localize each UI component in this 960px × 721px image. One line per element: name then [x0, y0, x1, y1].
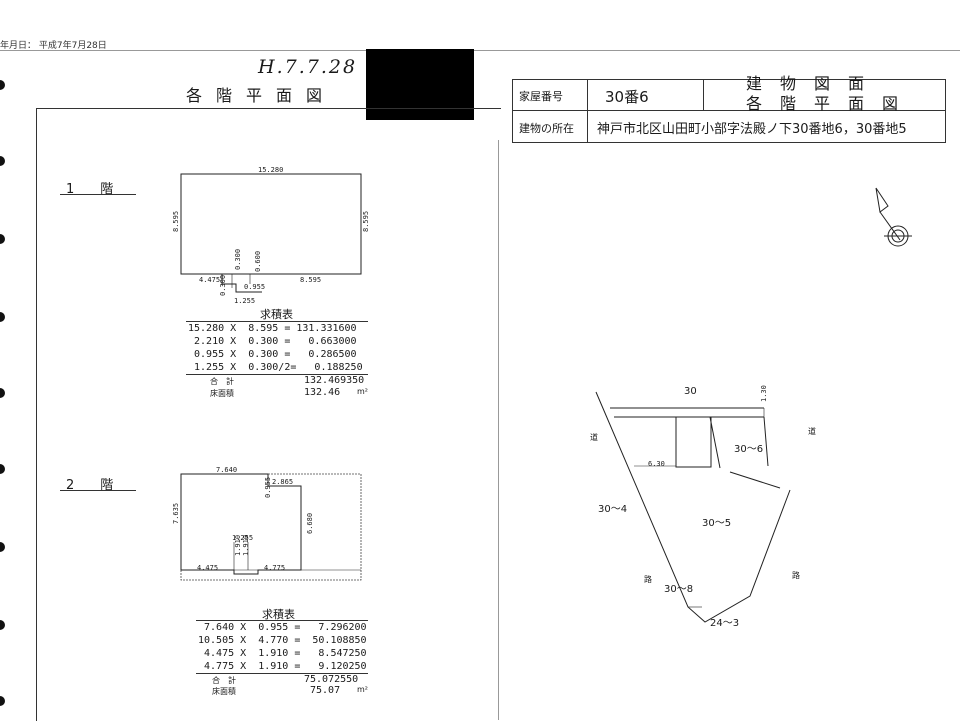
site-line — [763, 416, 769, 467]
f2-dim-1910a: 1.910 — [234, 534, 242, 556]
dim-130: 1.30 — [760, 385, 768, 402]
site-boundary — [595, 391, 791, 623]
f1-unit: m² — [357, 387, 368, 396]
floor2-label: 2 階 — [66, 478, 114, 493]
road-left-1: 道 — [590, 433, 598, 442]
f2-sum-label: 合 計 — [212, 676, 236, 685]
id-box-row-divider — [513, 80, 945, 111]
f1-calc-title: 求積表 — [260, 308, 293, 321]
building-footprint — [675, 416, 712, 468]
f2-calc-title: 求積表 — [262, 608, 295, 621]
f2-calc-rule-bottom — [196, 673, 368, 674]
floor1-outline — [180, 173, 362, 275]
f1-sum-value: 132.469350 — [304, 375, 365, 386]
f2-dim-1255: 1.255 — [232, 534, 254, 542]
floor1-label-underline — [60, 194, 136, 195]
floor2-label-underline — [60, 490, 136, 491]
lot-24-3: 24～3 — [710, 618, 740, 629]
f2-dim-7640: 7.640 — [216, 466, 238, 474]
floor1-label: 1 階 — [66, 182, 114, 197]
f2-floor-area-value: 75.07 — [310, 685, 341, 696]
handwritten-date: H.7.7.28 — [258, 56, 358, 78]
lot-30-5: 30～5 — [702, 518, 732, 529]
floor1-plan — [180, 173, 362, 293]
f2-calc-row: 10.505 X 4.770 = 50.108850 — [198, 635, 367, 646]
hole-icon — [0, 464, 5, 474]
road-left-2: 路 — [644, 575, 652, 584]
f1-dim-left: 8.595 — [172, 210, 180, 232]
f1-dim-0300a: 0.300 — [234, 248, 242, 270]
right-title-line1: 建物図面 — [746, 74, 883, 93]
floor2-plan — [180, 473, 362, 581]
f1-calc-rule-bottom — [186, 374, 368, 375]
right-title-line2: 各階平面図 — [746, 94, 917, 113]
site-line — [709, 416, 721, 469]
lot-30-4: 30～4 — [598, 504, 628, 515]
right-frame — [498, 140, 939, 720]
lot-30-6: 30～6 — [734, 444, 764, 455]
header-date: 年月日： 平成7年7月28日 — [0, 41, 107, 51]
hole-icon — [0, 696, 5, 706]
f2-dim-4775: 4.775 — [264, 564, 286, 572]
f1-calc-row: 1.255 X 0.300/2= 0.188250 — [188, 362, 363, 373]
f1-calc-row: 15.280 X 8.595 = 131.331600 — [188, 323, 357, 334]
id-box-col-divider-2 — [703, 80, 704, 110]
north-arrow-icon — [875, 187, 912, 247]
f1-calc-rule-top — [186, 321, 368, 322]
f1-floor-area-label: 床面積 — [210, 389, 234, 398]
f1-dim-0600: 0.600 — [254, 250, 262, 272]
hole-icon — [0, 620, 5, 630]
f2-calc-row: 7.640 X 0.955 = 7.296200 — [198, 622, 367, 633]
f1-dim-8595b: 8.595 — [300, 276, 322, 284]
hole-icon — [0, 312, 5, 322]
road-right-2: 路 — [792, 571, 800, 580]
location-value: 神戸市北区山田町小部字法殿ノ下30番地6，30番地5 — [597, 122, 907, 137]
site-map — [595, 391, 791, 623]
f1-dim-top: 15.280 — [258, 166, 284, 174]
floor2-outline — [180, 473, 302, 575]
f1-sum-label: 合 計 — [210, 377, 234, 386]
f2-dim-4475: 4.475 — [197, 564, 219, 572]
f1-calc-row: 2.210 X 0.300 = 0.663000 — [188, 336, 357, 347]
id-box: 家屋番号 30番6 建物の所在 神戸市北区山田町小部字法殿ノ下30番地6，30番… — [512, 79, 946, 143]
f2-calc-rule-top — [196, 620, 368, 621]
location-label: 建物の所在 — [519, 122, 574, 135]
lot-30-8: 30～8 — [664, 584, 694, 595]
binder-holes — [0, 0, 10, 720]
hole-icon — [0, 234, 5, 244]
hole-icon — [0, 156, 5, 166]
f1-dim-1255: 1.255 — [234, 297, 256, 305]
lot-30: 30 — [684, 386, 697, 397]
f1-floor-area-value: 132.46 — [304, 387, 341, 398]
f1-dim-0955: 0.955 — [244, 283, 266, 291]
site-line — [729, 471, 781, 489]
f2-dim-1910b: 1.910 — [242, 534, 250, 556]
f2-dim-0955: 0.955 — [264, 476, 272, 498]
f2-dim-6680: 6.680 — [306, 512, 314, 534]
f2-dim-7635: 7.635 — [172, 502, 180, 524]
road-right-1: 道 — [808, 427, 816, 436]
hole-icon — [0, 542, 5, 552]
floor1-protrusion — [221, 274, 262, 293]
header-rule — [0, 50, 960, 51]
left-frame — [36, 108, 501, 721]
f1-dim-4475: 4.475 — [199, 276, 221, 284]
f2-sum-value: 75.072550 — [304, 674, 359, 685]
left-title: 各階平面図 — [186, 86, 337, 105]
f1-dim-right: 8.595 — [362, 210, 370, 232]
id-box-col-divider — [513, 80, 588, 142]
f2-calc-row: 4.775 X 1.910 = 9.120250 — [198, 661, 367, 672]
house-number-label: 家屋番号 — [519, 90, 563, 103]
hole-icon — [0, 80, 5, 90]
f1-calc-row: 0.955 X 0.300 = 0.286500 — [188, 349, 357, 360]
hole-icon — [0, 388, 5, 398]
f1-dim-0300b: 0.300 — [219, 274, 227, 296]
f2-calc-row: 4.475 X 1.910 = 8.547250 — [198, 648, 367, 659]
f2-floor-area-label: 床面積 — [212, 687, 236, 696]
dim-630: 6.30 — [648, 460, 665, 468]
f2-unit: m² — [357, 685, 368, 694]
house-number-value: 30番6 — [605, 88, 649, 106]
f2-dim-2865: 2.865 — [272, 478, 294, 486]
